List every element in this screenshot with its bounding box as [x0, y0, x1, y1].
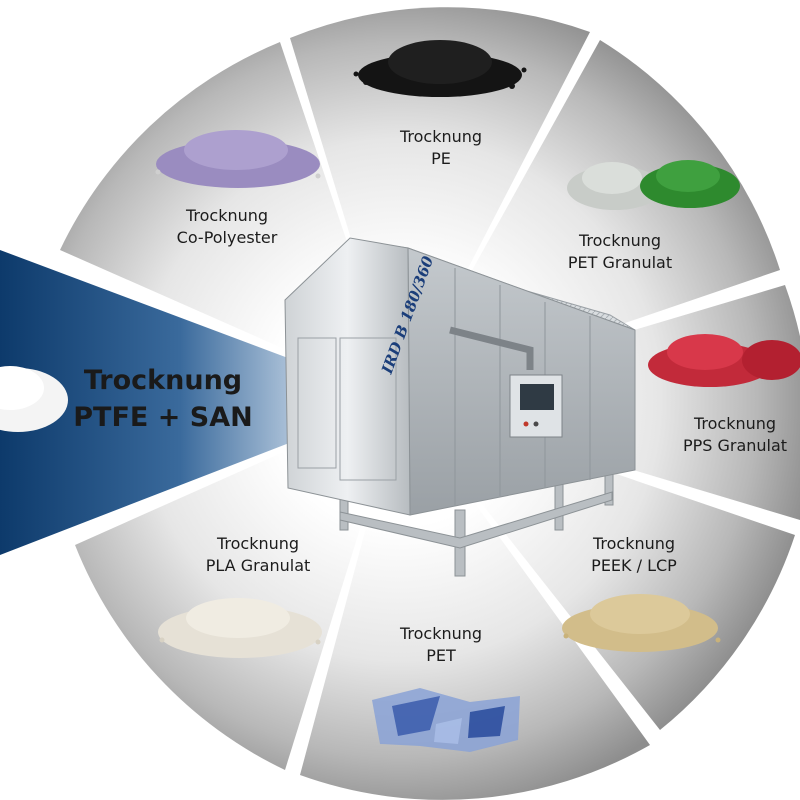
control-screen [520, 384, 554, 410]
dryer-machine-image [284, 237, 636, 577]
pe-granules-image [353, 40, 527, 97]
label-pe-line1: Trocknung [399, 127, 483, 146]
label-peek-lcp-line1: Trocknung [592, 534, 676, 553]
label-pet-granulat-line1: Trocknung [578, 231, 662, 250]
label-peek-lcp: Trocknung PEEK / LCP [591, 533, 677, 577]
label-pet-line2: PET [426, 646, 456, 665]
label-pet-line1: Trocknung [399, 624, 483, 643]
label-peek-lcp-line2: PEEK / LCP [591, 556, 677, 575]
label-ptfe-san-highlight: Trocknung PTFE + SAN [73, 362, 252, 436]
segment-pe [290, 7, 590, 400]
label-pet-granulat-line2: PET Granulat [567, 253, 673, 272]
pla-granules-image [158, 598, 322, 658]
label-pet: Trocknung PET [400, 623, 482, 667]
pet-flakes-image [372, 688, 520, 752]
label-pps-granulat-line2: PPS Granulat [682, 436, 788, 455]
label-ptfe-san-line2: PTFE + SAN [73, 402, 253, 433]
label-co-polyester: Trocknung Co-Polyester [177, 205, 278, 249]
co-polyester-granules-image [155, 130, 321, 188]
label-co-polyester-line2: Co-Polyester [176, 228, 278, 247]
label-pet-granulat: Trocknung PET Granulat [568, 230, 672, 274]
granule-piles [0, 40, 800, 752]
label-pe-line2: PE [431, 149, 451, 168]
label-pe: Trocknung PE [400, 126, 482, 170]
label-pps-granulat-line1: Trocknung [693, 414, 777, 433]
peek-lcp-granules-image [562, 594, 721, 652]
label-pla-granulat: Trocknung PLA Granulat [206, 533, 311, 577]
pet-granulat-granules-image [567, 160, 740, 210]
label-co-polyester-line1: Trocknung [185, 206, 269, 225]
pps-granules-image [648, 334, 800, 387]
label-ptfe-san-line1: Trocknung [83, 365, 243, 396]
label-pla-granulat-line1: Trocknung [216, 534, 300, 553]
label-pla-granulat-line2: PLA Granulat [205, 556, 311, 575]
ptfe-san-granules-image [0, 366, 68, 432]
machine-front-panel [284, 237, 411, 516]
label-pps-granulat: Trocknung PPS Granulat [683, 413, 787, 457]
segment-ptfe-san [0, 250, 400, 555]
